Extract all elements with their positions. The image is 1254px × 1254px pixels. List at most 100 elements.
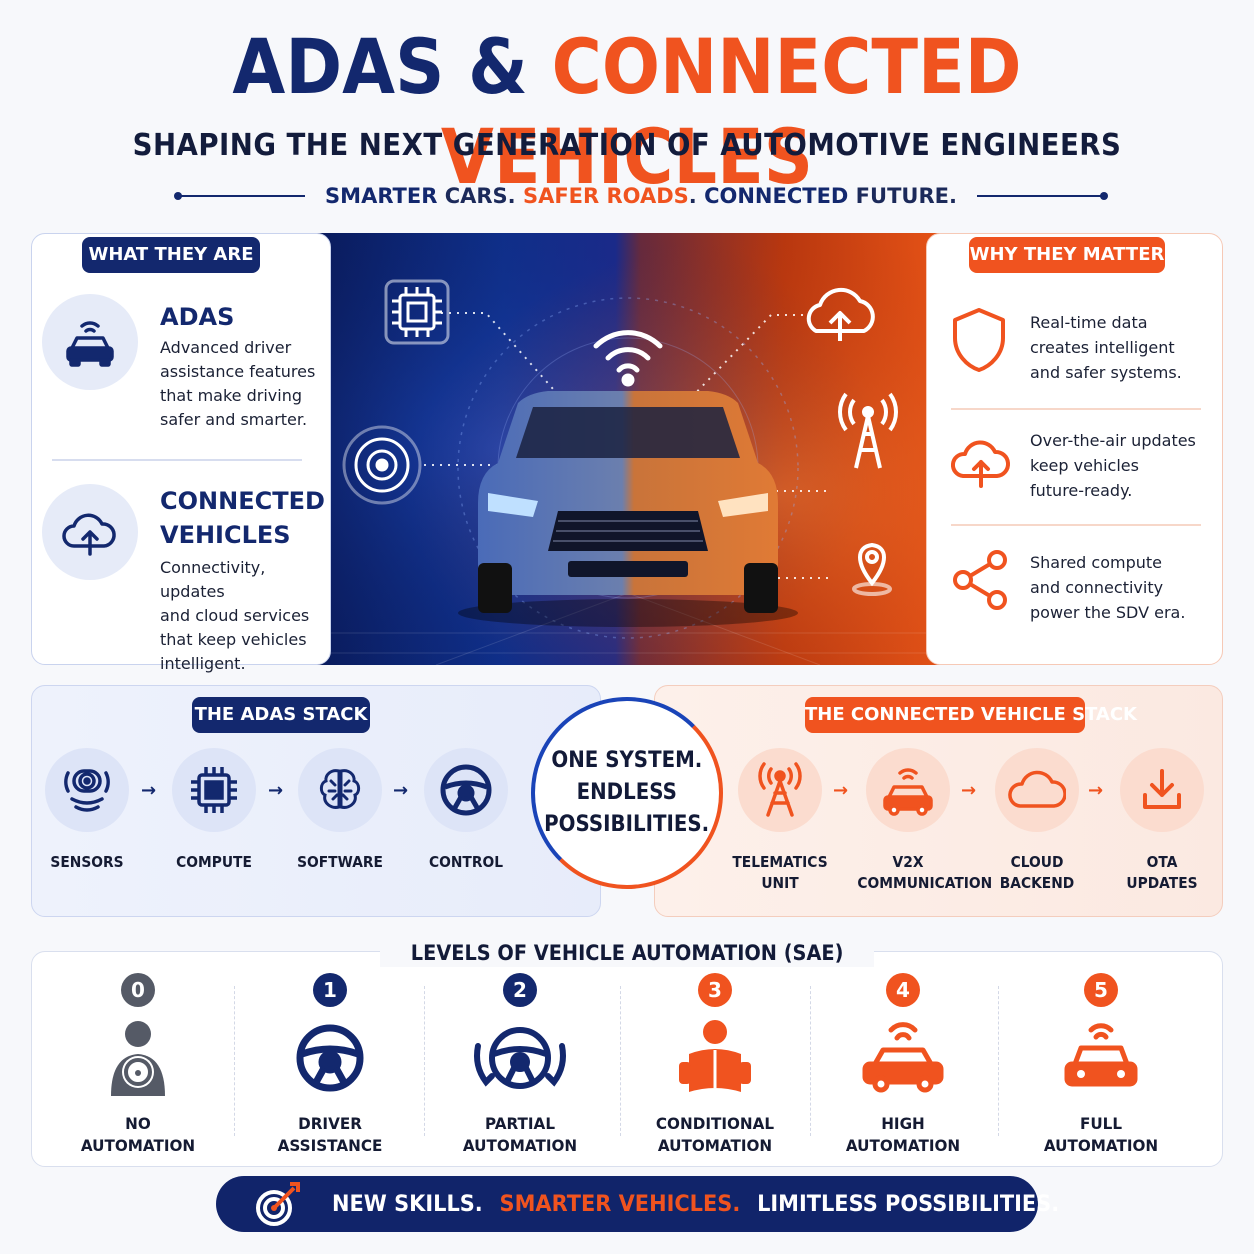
- why-line: Shared compute: [1030, 553, 1162, 572]
- connected-stack-item: OTA UPDATES: [1107, 748, 1217, 894]
- level-2: 2 PARTIAL AUTOMATION: [445, 973, 595, 1157]
- what-they-are-panel: WHAT THEY ARE ADAS Advanced driver assis…: [31, 233, 331, 673]
- levels-heading-row: LEVELS OF VEHICLE AUTOMATION (SAE): [380, 939, 874, 967]
- level-number: 3: [698, 973, 732, 1007]
- cv-desc-line: intelligent.: [160, 654, 246, 673]
- label-line: HIGH: [881, 1114, 925, 1133]
- tagline-safer-roads: SAFER ROADS: [522, 184, 689, 208]
- level-number: 0: [121, 973, 155, 1007]
- hero-illustration: [316, 233, 940, 665]
- cloud-upload-icon: [949, 432, 1013, 496]
- cv-desc-line: Connectivity, updates: [160, 558, 266, 601]
- person-reading-icon: [640, 1013, 790, 1103]
- adas-stack-panel: THE ADAS STACK SENSORS → COMPUTE →: [31, 685, 601, 917]
- compute-label: COMPUTE: [176, 853, 252, 871]
- sensors-label: SENSORS: [50, 853, 124, 871]
- level-label: FULL AUTOMATION: [1030, 1113, 1173, 1157]
- tagline-smarter: SMARTER: [325, 184, 438, 208]
- label-line: DRIVER: [298, 1114, 362, 1133]
- steering-wheel-icon: [255, 1013, 405, 1103]
- label-line: AUTOMATION: [462, 1136, 578, 1155]
- adas-desc-line: assistance features: [160, 362, 316, 381]
- label-line: AUTOMATION: [657, 1136, 773, 1155]
- adas-stack-item: SOFTWARE: [285, 748, 395, 873]
- label-line: TELEMATICS: [732, 853, 828, 871]
- label-line: ASSISTANCE: [277, 1136, 383, 1155]
- connected-vehicles-title: CONNECTED VEHICLES: [160, 484, 325, 552]
- label-line: UNIT: [761, 874, 799, 892]
- car-wifi-icon: [1026, 1013, 1176, 1103]
- label-line: AUTOMATION: [845, 1136, 961, 1155]
- why-they-matter-heading: WHY THEY MATTER: [969, 237, 1165, 273]
- cloud-backend-label: CLOUD BACKEND: [986, 852, 1087, 894]
- why-item-2-text: Over-the-air updates keep vehicles futur…: [1030, 428, 1196, 503]
- tagline: SMARTER CARS. SAFER ROADS. CONNECTED FUT…: [305, 184, 977, 208]
- level-5: 5 FULL AUTOMATION: [1026, 973, 1176, 1157]
- badge-line: POSSIBILITIES.: [544, 812, 710, 837]
- label-line: AUTOMATION: [80, 1136, 196, 1155]
- why-line: Over-the-air updates: [1030, 431, 1196, 450]
- level-label: CONDITIONAL AUTOMATION: [644, 1113, 787, 1157]
- arrow-icon: →: [268, 780, 284, 801]
- hero-car-image: [316, 233, 940, 665]
- why-item-3-text: Shared compute and connectivity power th…: [1030, 550, 1185, 625]
- antenna-tower-icon: [738, 748, 822, 832]
- connected-vehicles-description: Connectivity, updates and cloud services…: [160, 556, 330, 676]
- radar-icon: [342, 425, 422, 505]
- label-line: UPDATES: [1126, 874, 1198, 892]
- tagline-future: FUTURE.: [848, 184, 957, 208]
- why-line: and connectivity: [1030, 578, 1164, 597]
- level-label: NO AUTOMATION: [67, 1113, 210, 1157]
- level-0: 0 NO AUTOMATION: [63, 973, 213, 1157]
- level-label: HIGH AUTOMATION: [832, 1113, 975, 1157]
- footer-text: NEW SKILLS. SMARTER VEHICLES. LIMITLESS …: [332, 1192, 1059, 1217]
- car-wifi-icon: [42, 294, 138, 390]
- level-number: 1: [313, 973, 347, 1007]
- level-separator: [424, 986, 425, 1136]
- arrow-icon: →: [833, 780, 849, 801]
- level-number: 4: [886, 973, 920, 1007]
- badge-line: ONE SYSTEM.: [551, 748, 703, 773]
- adas-title: ADAS: [160, 303, 235, 331]
- steering-wheel-icon: [424, 748, 508, 832]
- level-separator: [998, 986, 999, 1136]
- label-line: PARTIAL: [484, 1114, 556, 1133]
- why-line: creates intelligent: [1030, 338, 1175, 357]
- software-label: SOFTWARE: [297, 853, 383, 871]
- adas-desc-line: Advanced driver: [160, 338, 292, 357]
- adas-desc-line: safer and smarter.: [160, 410, 308, 429]
- level-separator: [234, 986, 235, 1136]
- page-title: ADAS & CONNECTED VEHICLES: [63, 22, 1192, 202]
- level-separator: [620, 986, 621, 1136]
- why-line: and safer systems.: [1030, 363, 1182, 382]
- arrow-icon: →: [1088, 780, 1104, 801]
- level-label: DRIVER ASSISTANCE: [259, 1113, 402, 1157]
- footer-new-skills: NEW SKILLS.: [332, 1191, 483, 1217]
- level-separator: [810, 986, 811, 1136]
- cv-desc-line: that keep vehicles: [160, 630, 307, 649]
- label-line: OTA: [1146, 853, 1178, 871]
- chip-icon: [172, 748, 256, 832]
- level-4: 4 HIGH AUTOMATION: [828, 973, 978, 1157]
- why-line: power the SDV era.: [1030, 603, 1186, 622]
- sensor-icon: [45, 748, 129, 832]
- title-line: CONNECTED: [160, 487, 325, 515]
- label-line: COMMUNICATION: [857, 874, 993, 892]
- adas-desc-line: that make driving: [160, 386, 302, 405]
- cloud-upload-icon: [42, 484, 138, 580]
- label-line: AUTOMATION: [1043, 1136, 1159, 1155]
- v2x-label: V2X COMMUNICATION: [857, 852, 993, 894]
- arrow-icon: →: [141, 780, 157, 801]
- section-divider: [951, 524, 1201, 526]
- antenna-tower-icon: [838, 392, 898, 469]
- level-3: 3 CONDITIONAL AUTOMATION: [640, 973, 790, 1157]
- cv-desc-line: and cloud services: [160, 606, 310, 625]
- tagline-row: SMARTER CARS. SAFER ROADS. CONNECTED FUT…: [173, 182, 1109, 210]
- tagline-rule-left: [173, 192, 306, 200]
- footer-limitless: LIMITLESS POSSIBILITIES.: [757, 1191, 1060, 1217]
- adas-stack-heading: THE ADAS STACK: [192, 697, 370, 733]
- section-divider: [52, 459, 302, 461]
- ota-updates-label: OTA UPDATES: [1111, 852, 1212, 894]
- level-label: PARTIAL AUTOMATION: [449, 1113, 592, 1157]
- level-1: 1 DRIVER ASSISTANCE: [255, 973, 405, 1157]
